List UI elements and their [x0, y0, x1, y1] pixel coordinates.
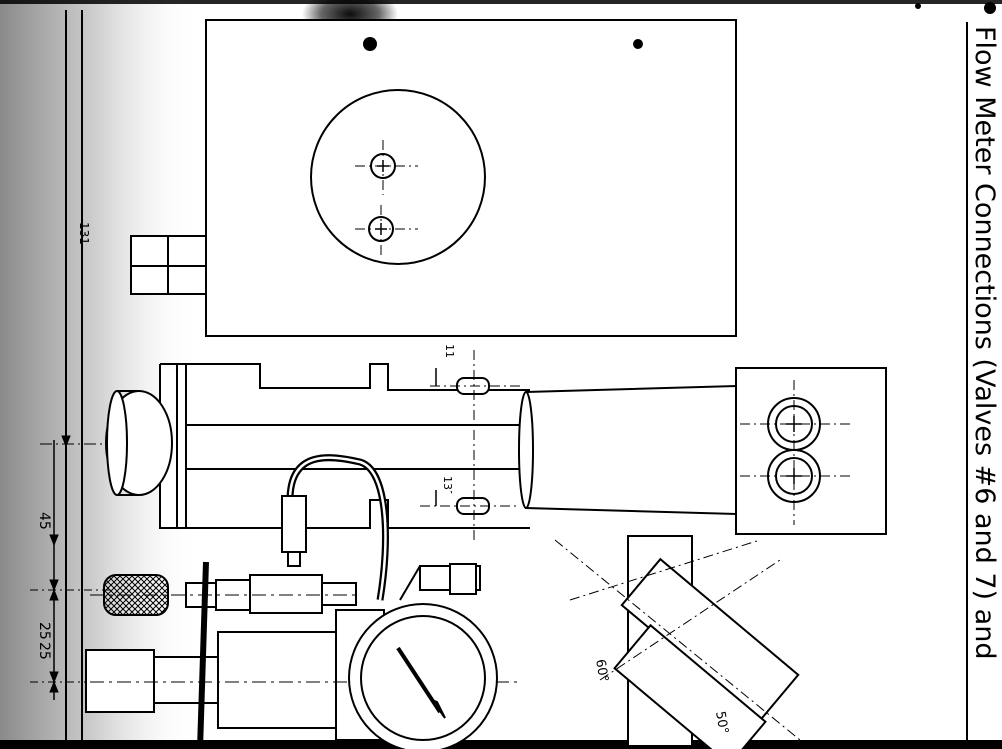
ink-dot — [915, 3, 921, 9]
top-edge — [0, 0, 1002, 4]
title-strip: Flow Meter Connections (Valves #6 and 7)… — [972, 26, 1000, 659]
mounting-plate — [130, 19, 737, 337]
hose — [288, 456, 387, 601]
pressure-gauge — [348, 603, 498, 749]
flow-meter-body — [105, 350, 887, 540]
dim-131: 131 — [77, 222, 91, 245]
dim-25-a: 25 — [36, 622, 52, 640]
ink-dot — [984, 2, 996, 14]
dim-25-b: 25 — [36, 642, 52, 660]
hole — [363, 37, 377, 51]
hole — [633, 39, 643, 49]
pipe — [197, 561, 209, 749]
dim-11: 11 — [443, 344, 456, 358]
bottom-edge — [0, 740, 1002, 749]
dim-45: 45 — [36, 512, 52, 530]
page-title: Flow Meter Connections (Valves #6 and 7)… — [972, 26, 1000, 659]
angled-fittings — [554, 535, 801, 749]
angle-50: 50° — [712, 710, 731, 735]
angle-60: 60° — [592, 658, 611, 683]
